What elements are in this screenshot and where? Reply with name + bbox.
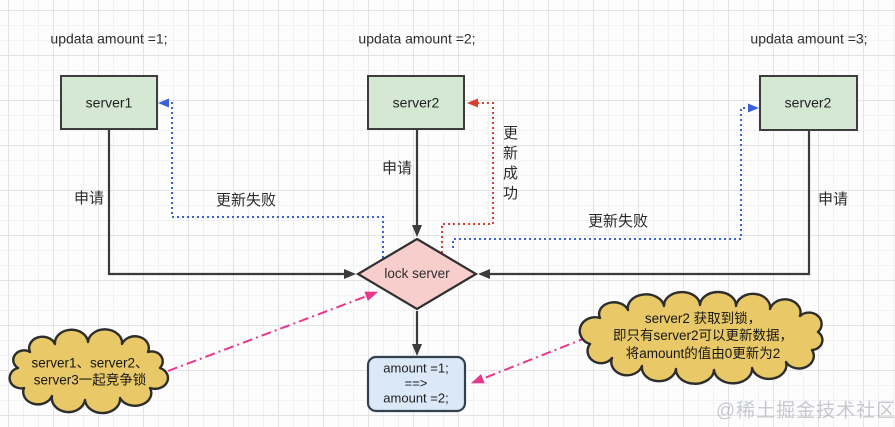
amount-result-box — [366, 355, 467, 413]
server2-right-box — [759, 75, 858, 131]
amount-result-text: amount =1; ==> amount =2; — [383, 360, 449, 407]
callout-left-line-1: server1、server2、 — [31, 355, 149, 371]
callout-left-line-2: server3一起竞争锁 — [33, 373, 147, 388]
connector-callout-left-to-lock — [167, 291, 379, 372]
update-statement-3: updata amount =3; — [750, 30, 868, 47]
amount-line-3: amount =2; — [383, 390, 449, 406]
connector-lock-to-server2-success — [441, 98, 494, 253]
server2-middle-label: server2 — [392, 94, 440, 111]
server1-label: server1 — [85, 94, 133, 111]
amount-line-1: amount =1; — [383, 360, 449, 376]
site-watermark: @稀土掘金技术社区 — [715, 400, 895, 422]
apply-label-middle: 申请 — [381, 160, 413, 177]
connector-lock-to-server3-fail — [452, 103, 759, 248]
amount-line-2: ==> — [404, 375, 428, 391]
lock-server-label: lock server — [384, 265, 450, 281]
update-success-label: 更新成功 — [501, 125, 518, 205]
update-fail-label-right: 更新失败 — [587, 213, 649, 230]
callout-right-line-3: 将amount的值由0更新为2 — [625, 345, 781, 361]
callout-left-text: server1、server2、 server3一起竞争锁 — [31, 355, 148, 390]
server1-box — [60, 75, 158, 130]
cloud-right — [578, 290, 824, 385]
lock-server-diamond — [355, 237, 479, 311]
connector-callout-right-to-amount — [470, 336, 589, 384]
update-statement-1: updata amount =1; — [50, 30, 168, 47]
update-fail-label-left: 更新失败 — [215, 192, 277, 209]
apply-label-left: 申请 — [73, 190, 105, 207]
connector-server3-to-lock — [478, 130, 811, 279]
server2-right-label: server2 — [784, 94, 832, 111]
callout-right-line-2: 即只有server2可以更新数据， — [612, 328, 794, 344]
callout-right-text: server2 获取到锁， 即只有server2可以更新数据， 将amount的… — [613, 310, 793, 362]
server2-middle-box — [367, 75, 465, 130]
connector-server1-to-lock — [107, 130, 356, 279]
update-statement-2: updata amount =2; — [358, 30, 476, 47]
apply-label-right: 申请 — [817, 191, 849, 208]
callout-right-line-1: server2 获取到锁， — [644, 311, 762, 327]
cloud-left — [8, 328, 170, 415]
connector-lock-to-server1-fail — [158, 98, 384, 258]
